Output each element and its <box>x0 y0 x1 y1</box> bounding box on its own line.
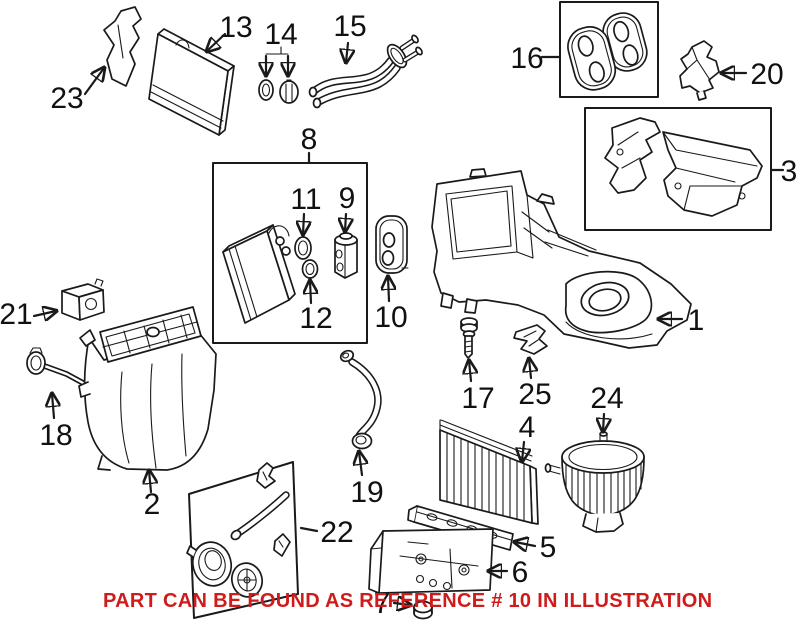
part-label-3: 3 <box>781 155 798 188</box>
part-label-5: 5 <box>540 531 557 564</box>
part-label-2: 2 <box>144 488 161 521</box>
part-label-11: 11 <box>290 183 321 216</box>
part-1-housing-assembly: 1 <box>431 168 705 349</box>
part-label-19: 19 <box>350 476 383 509</box>
part-25-bracket-clip: 25 <box>513 324 552 411</box>
part-22-lever-kit: 22 <box>186 461 354 619</box>
part-19-drain-tube: 19 <box>339 349 384 509</box>
part-label-18: 18 <box>39 419 72 452</box>
part-9-expansion-valve: 9 <box>334 182 358 279</box>
part-20-actuator: 20 <box>679 40 784 101</box>
part-label-20: 20 <box>750 58 783 91</box>
part-11-oring: 11 <box>290 183 322 260</box>
part-14-oring-set: 14 <box>258 18 299 104</box>
part-6-cover-plate: 6 <box>368 528 529 594</box>
part-label-15: 15 <box>333 10 366 43</box>
part-label-17: 17 <box>461 382 494 415</box>
part-label-24: 24 <box>590 382 623 415</box>
part-2-heater-housing: 2 <box>78 306 217 521</box>
part-label-22: 22 <box>320 516 353 549</box>
part-23-bracket: 23 <box>50 6 142 115</box>
part-3-duct-group: 3 <box>584 107 798 231</box>
part-17-bolt: 17 <box>460 317 495 415</box>
part-label-1: 1 <box>688 304 705 337</box>
part-label-7: 7 <box>374 587 391 620</box>
reference-caption: PART CAN BE FOUND AS REFERENCE # 10 IN I… <box>103 590 713 612</box>
part-7-grommet: 7 <box>374 587 433 620</box>
part-label-25: 25 <box>518 378 551 411</box>
part-label-6: 6 <box>512 556 529 589</box>
part-label-13: 13 <box>219 11 252 44</box>
part-24-blower-motor: 24 <box>544 382 645 533</box>
part-label-21: 21 <box>0 298 33 331</box>
part-12-oring: 12 <box>299 259 333 335</box>
part-label-12: 12 <box>299 302 332 335</box>
part-label-9: 9 <box>339 182 356 215</box>
part-8-evaporator-kit: 8 11 9 12 <box>212 123 368 344</box>
part-label-23: 23 <box>50 82 83 115</box>
part-16-seal-group: 16 <box>510 1 659 98</box>
part-21-servo: 21 <box>0 278 105 331</box>
part-label-14: 14 <box>264 18 297 51</box>
part-4-cabin-filter: 4 <box>439 411 539 525</box>
part-13-core-panel: 13 <box>148 11 253 136</box>
part-15-hose-assembly: 15 <box>308 10 423 109</box>
part-label-8: 8 <box>301 123 318 156</box>
part-label-16: 16 <box>510 42 543 75</box>
part-label-4: 4 <box>519 411 536 444</box>
part-10-seal: 10 <box>374 215 409 334</box>
part-label-10: 10 <box>374 301 407 334</box>
